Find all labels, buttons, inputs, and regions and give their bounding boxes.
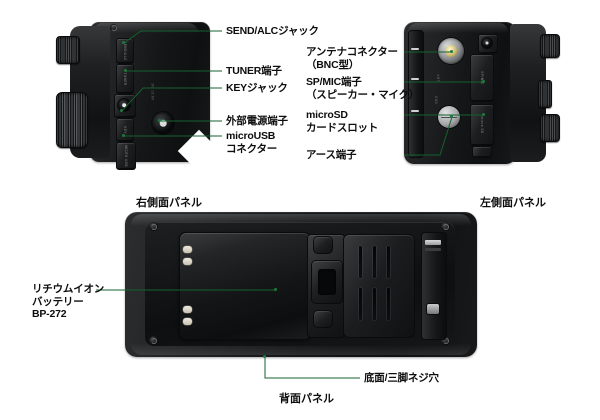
- microsd-flap[interactable]: micro SD: [470, 104, 494, 146]
- microsd-silk: micro SD: [480, 116, 484, 134]
- dot-ground: [450, 115, 453, 118]
- label-key-jack: KEYジャック: [226, 82, 288, 94]
- rail-slot-1: [411, 48, 419, 50]
- heatsink-panel: [343, 234, 415, 338]
- tripod-strip-line: [425, 248, 441, 251]
- dot-microusb: [122, 134, 125, 137]
- rail-slot-2: [411, 78, 419, 80]
- left-view-knob-middle[interactable]: [538, 80, 552, 108]
- label-tuner-terminal: TUNER端子: [226, 65, 282, 77]
- rear-screw-br: [441, 336, 450, 345]
- caption-rear-panel: 背面パネル: [279, 393, 334, 405]
- volume-knob-lower[interactable]: [56, 92, 88, 148]
- rear-screw-tl: [149, 222, 158, 231]
- label-microusb-connector: microUSB コネクター: [226, 130, 278, 155]
- dot-key-jack: [120, 109, 123, 112]
- vent-slot: [387, 246, 390, 278]
- rear-bottom-highlight: [131, 343, 471, 355]
- rear-screw-tr: [441, 222, 450, 231]
- tripod-screw-hole[interactable]: [427, 304, 439, 314]
- caption-right-panel: 右側面パネル: [136, 197, 202, 209]
- tuner-silk: TUNER: [123, 72, 127, 86]
- device-rear-panel: 背面パネル: [125, 212, 477, 405]
- label-ground-terminal: アース端子: [306, 149, 357, 161]
- battery-contact-2: [183, 258, 192, 265]
- key-silk: KEY: [123, 126, 127, 134]
- vent-slot: [373, 288, 376, 320]
- label-send-alc-jack: SEND/ALCジャック: [226, 25, 319, 37]
- caption-left-panel: 左側面パネル: [480, 197, 546, 209]
- gnd-silk: GND: [434, 95, 439, 105]
- left-view-knob-lower[interactable]: [540, 114, 560, 142]
- left-view-knob-upper[interactable]: [540, 34, 560, 58]
- vent-slot: [373, 246, 376, 278]
- label-microsd-slot: microSD カードスロット: [306, 109, 379, 134]
- sp-mic-flap[interactable]: SP/MIC: [470, 54, 494, 102]
- rear-screw-bl: [149, 336, 158, 345]
- microusb-flap[interactable]: MICRO USB: [116, 142, 136, 170]
- aux-jack-port[interactable]: [482, 38, 492, 48]
- bottom-flap[interactable]: [472, 146, 492, 158]
- device-left-side-panel: ANT SP/MIC micro SD GND 左側面パネル: [398, 18, 560, 209]
- microusb-silk: MICRO USB: [124, 145, 128, 167]
- ground-terminal-screw[interactable]: [438, 106, 460, 128]
- battery-contact-4: [183, 318, 192, 325]
- vent-slot: [359, 288, 362, 320]
- tuning-knob-upper[interactable]: [56, 36, 80, 64]
- battery-contact-3: [183, 306, 192, 313]
- belt-clip-tab-top: [313, 236, 333, 254]
- send-alc-flap[interactable]: SEND/ALC: [116, 38, 134, 64]
- belt-clip-tab-bottom: [313, 310, 333, 328]
- dc-voltage-silk: DC 13.8V: [150, 83, 155, 101]
- label-ext-power-terminal: 外部電源端子: [226, 115, 288, 127]
- vent-slot: [359, 246, 362, 278]
- dot-microsd: [482, 113, 485, 116]
- send-alc-silk: SEND/ALC: [123, 41, 127, 61]
- battery-contact-1: [183, 246, 192, 253]
- ant-silk: ANT: [435, 74, 440, 82]
- dot-tripod-hole: [263, 355, 266, 358]
- dot-send-alc: [122, 41, 125, 44]
- belt-clip-loop[interactable]: [311, 260, 343, 304]
- label-lithium-ion-battery: リチウムイオン バッテリー BP-272: [32, 283, 105, 320]
- label-sp-mic-terminal: SP/MIC端子 （スピーカー・マイク）: [306, 76, 420, 101]
- device-right-side-panel: SEND/ALC TUNER KEY MICRO USB DC 13.8V 右側…: [56, 18, 221, 209]
- chassis-top-highlight: [94, 23, 198, 33]
- dot-sp-mic: [482, 80, 485, 83]
- tripod-strip-marker: [425, 240, 441, 245]
- key-flap[interactable]: KEY: [116, 118, 134, 142]
- chassis-screw-top: [110, 24, 117, 31]
- dot-ext-power: [158, 119, 161, 122]
- dot-antenna: [450, 50, 453, 53]
- dot-tuner: [124, 69, 127, 72]
- chassis-left-top-highlight: [408, 23, 508, 33]
- rail-slot-3: [411, 110, 419, 112]
- label-antenna-connector: アンテナコネクター （BNC型）: [306, 46, 398, 71]
- vent-slot: [387, 288, 390, 320]
- dc-power-jack[interactable]: [152, 112, 174, 134]
- lithium-ion-battery-bp272: [179, 232, 311, 340]
- dot-battery: [274, 288, 277, 291]
- label-tripod-screw-hole: 底面/三脚ネジ穴: [364, 372, 439, 384]
